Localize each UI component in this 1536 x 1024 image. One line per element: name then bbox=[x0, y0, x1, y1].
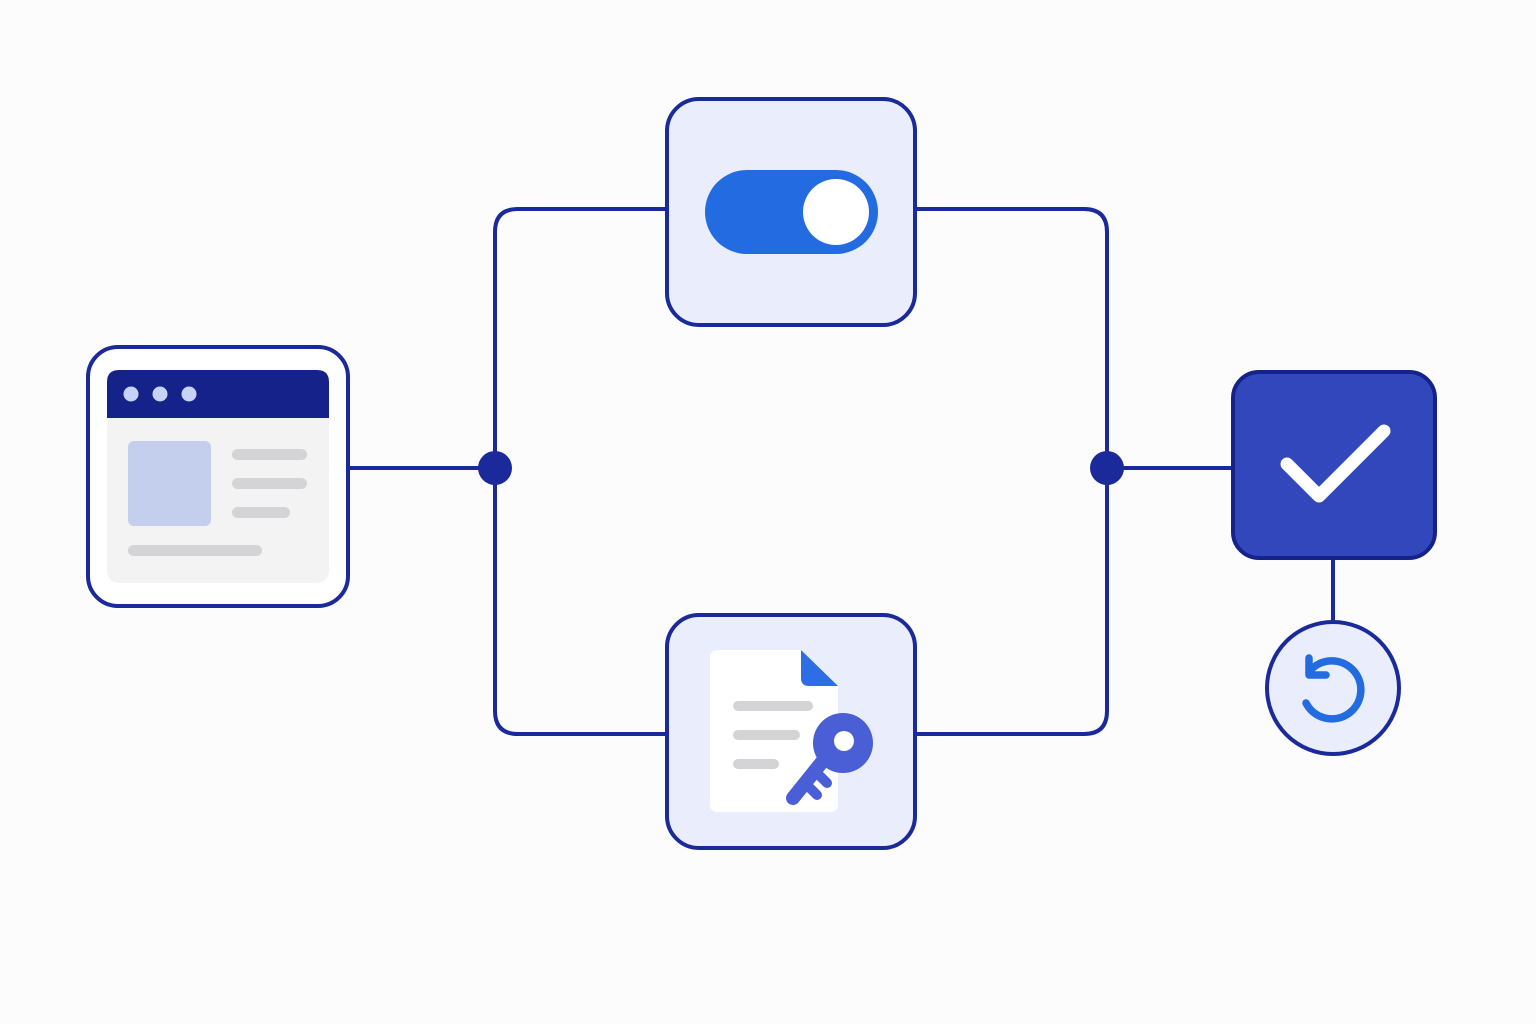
key-icon bbox=[786, 713, 873, 805]
feature-toggle-node[interactable] bbox=[665, 97, 917, 327]
connector-split-to-document bbox=[493, 468, 668, 736]
merge-junction-dot bbox=[1090, 451, 1124, 485]
rollback-node[interactable] bbox=[1265, 620, 1401, 756]
connector-split-to-toggle bbox=[493, 207, 668, 468]
browser-window-node[interactable] bbox=[86, 345, 350, 608]
undo-arrow-icon bbox=[1302, 654, 1365, 723]
connector-lines bbox=[348, 207, 1335, 736]
approval-node[interactable] bbox=[1231, 370, 1437, 560]
secure-document-node[interactable] bbox=[665, 613, 917, 850]
connector-document-to-merge bbox=[915, 468, 1109, 736]
browser-window-icon bbox=[107, 370, 329, 583]
document-key-icon bbox=[710, 650, 873, 812]
split-junction-dot bbox=[478, 451, 512, 485]
toggle-switch-icon bbox=[705, 170, 878, 254]
connector-toggle-to-merge bbox=[915, 207, 1109, 468]
checkmark-icon bbox=[1280, 424, 1391, 503]
